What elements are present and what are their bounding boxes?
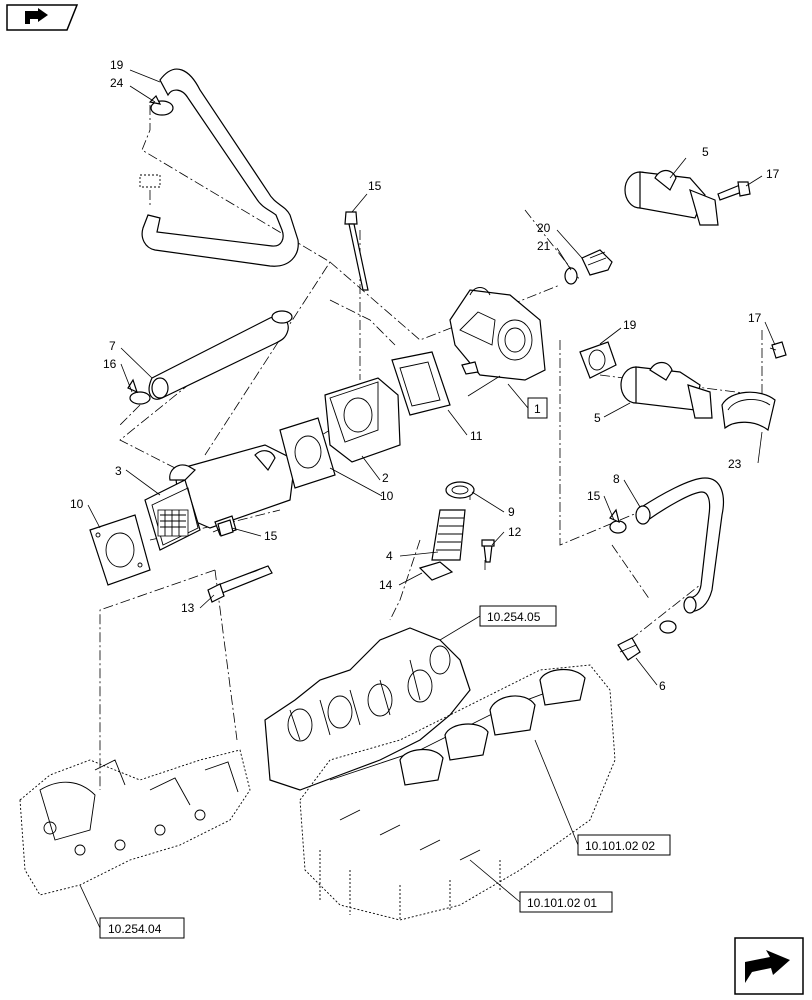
washer-21 (564, 267, 578, 285)
gasket-19 (579, 341, 617, 379)
bolt-17-top (717, 181, 751, 201)
bolt-17-right (769, 341, 787, 359)
fitting-6 (617, 637, 641, 661)
callout-4: 4 (386, 549, 393, 563)
callout-10-left: 10 (70, 497, 84, 511)
reference-10-101-02-01[interactable]: 10.101.02 01 (519, 891, 613, 913)
callout-14: 14 (379, 578, 393, 592)
callout-5-bottom: 5 (594, 411, 601, 425)
callout-18: 15 (368, 179, 382, 193)
egr-actuator-5-bottom (620, 361, 713, 419)
spacer-2 (324, 377, 401, 463)
clamp-top-pipe (271, 310, 293, 324)
callout-13: 13 (181, 601, 195, 615)
reference-10-254-04[interactable]: 10.254.04 (99, 917, 185, 939)
clamp-9 (445, 481, 475, 499)
callout-12: 12 (508, 525, 522, 539)
clamp-16 (127, 378, 151, 405)
flex-pipe-4 (431, 509, 466, 561)
callout-15-right: 15 (587, 489, 601, 503)
egr-valve-body (449, 287, 546, 381)
clamp-15-right (609, 508, 627, 534)
gasket-10-mid (279, 417, 336, 489)
svg-text:10.254.04: 10.254.04 (108, 922, 162, 936)
hose-upper (141, 68, 299, 267)
callout-11: 11 (470, 429, 483, 443)
book-arrow-icon[interactable] (6, 4, 79, 31)
svg-text:1: 1 (534, 402, 541, 416)
callout-2: 2 (382, 471, 389, 485)
intake-manifold (264, 627, 471, 791)
gasket-14 (418, 561, 454, 581)
callout-7: 7 (109, 339, 116, 353)
callout-labels: 19 24 15 5 17 20 21 7 16 19 17 5 23 11 3… (70, 58, 780, 693)
svg-text:10.254.05: 10.254.05 (487, 610, 541, 624)
next-page-arrow-icon[interactable] (734, 937, 804, 995)
hose-8 (635, 477, 725, 614)
bolt-15-left (212, 519, 234, 537)
callout-5-top: 5 (702, 145, 709, 159)
callout-21: 21 (537, 239, 551, 253)
clamp-lower-hose (659, 620, 677, 634)
leader-lines (79, 69, 776, 929)
callout-17-right: 17 (748, 311, 762, 325)
exhaust-manifold (19, 749, 251, 896)
gasket-10-left (89, 514, 151, 586)
reference-10-101-02-02[interactable]: 10.101.02 02 (577, 834, 671, 856)
callout-9: 9 (508, 505, 515, 519)
heat-shield-22 (721, 391, 776, 432)
plug-20 (581, 249, 613, 276)
callout-8: 8 (613, 472, 620, 486)
bolt-12 (481, 539, 495, 563)
callout-23: 19 (110, 58, 124, 72)
reference-1[interactable]: 1 (527, 397, 548, 419)
callout-24: 24 (110, 76, 124, 90)
hose-connector-dotted (139, 174, 161, 188)
svg-text:10.101.02 01: 10.101.02 01 (527, 896, 597, 910)
callout-22: 23 (728, 457, 742, 471)
callout-10-mid: 10 (380, 489, 394, 503)
callout-17-top: 17 (766, 167, 780, 181)
clamp-24 (148, 94, 174, 116)
cylinder-head (299, 664, 616, 921)
egr-cooler-3 (144, 444, 296, 551)
gasket-11 (391, 351, 451, 416)
bolt-18 (344, 211, 369, 291)
callout-3: 3 (115, 464, 122, 478)
pipe-7 (148, 315, 289, 400)
callout-16: 16 (103, 357, 117, 371)
svg-text:10.101.02 02: 10.101.02 02 (585, 839, 655, 853)
callout-19: 19 (623, 318, 637, 332)
reference-10-254-05[interactable]: 10.254.05 (479, 605, 557, 627)
callout-15-left: 15 (264, 529, 278, 543)
callout-20: 20 (537, 221, 551, 235)
egr-actuator-5-top (624, 169, 719, 226)
bolt-13 (207, 565, 273, 603)
callout-6: 6 (659, 679, 666, 693)
